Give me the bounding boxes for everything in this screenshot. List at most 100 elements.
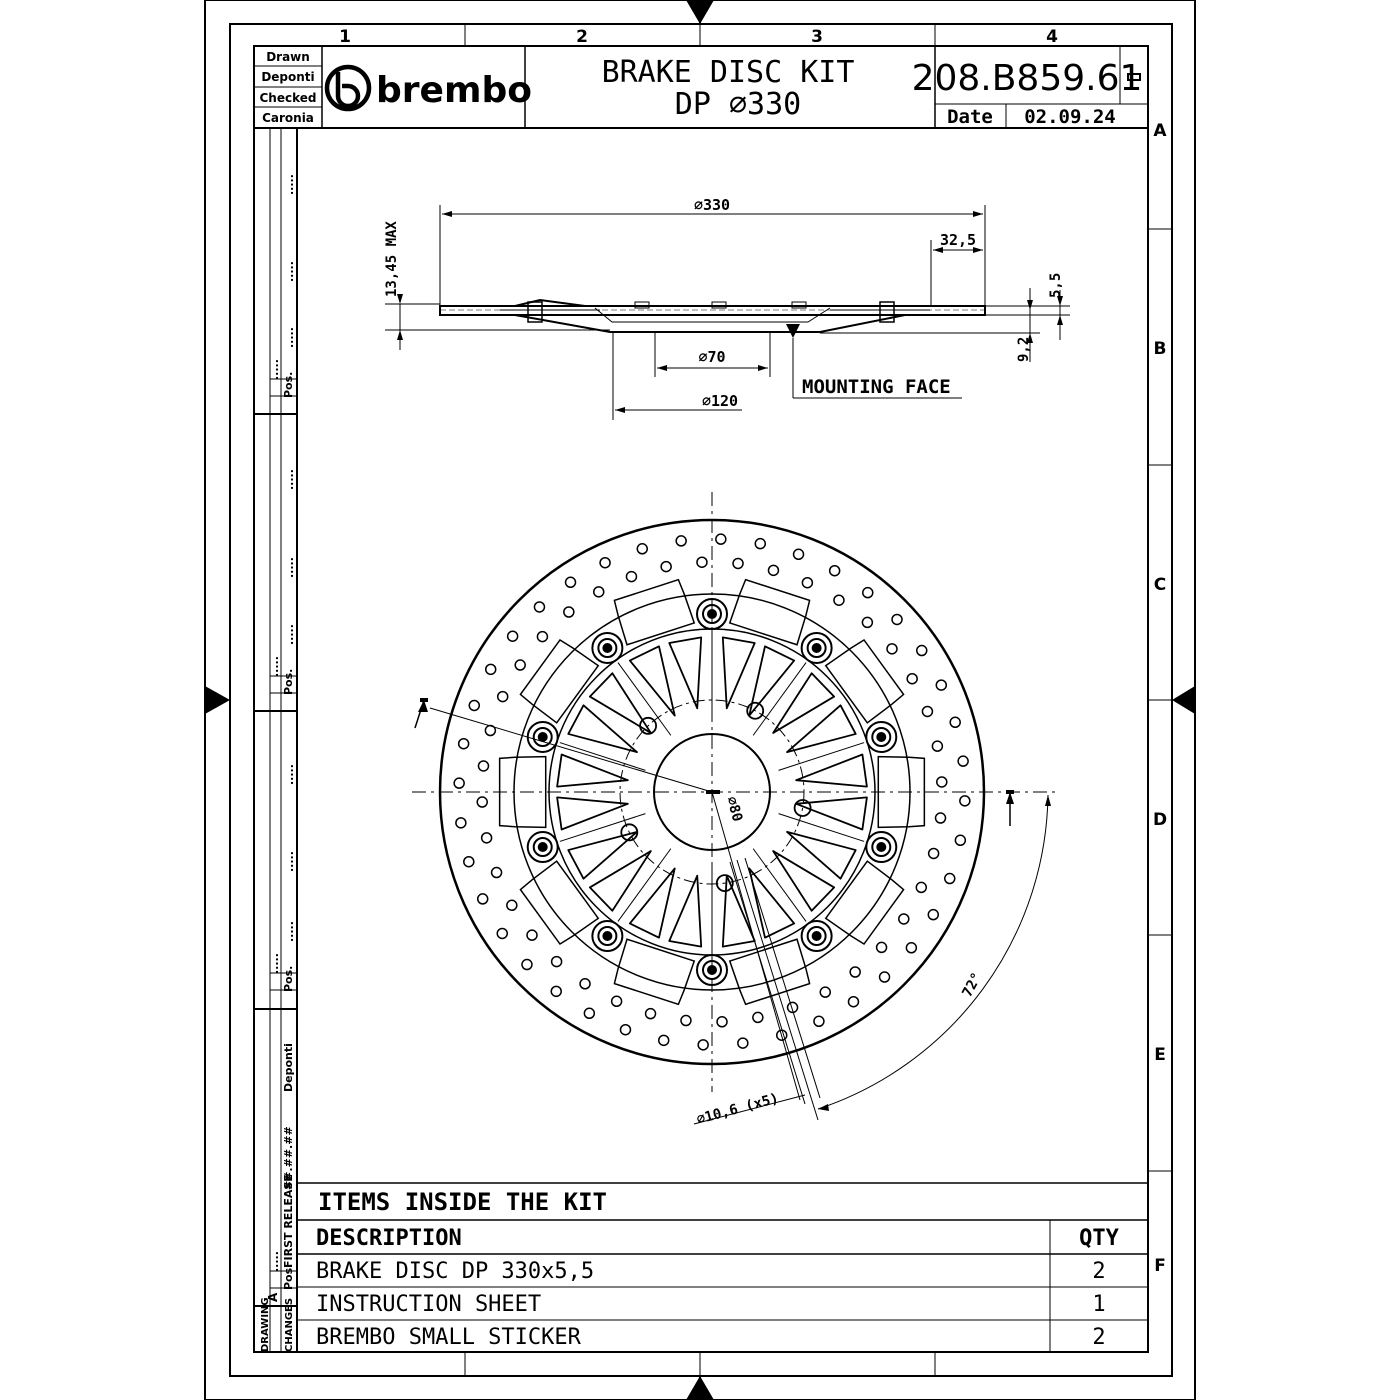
- pos-label-1: Pos.: [282, 372, 295, 398]
- items-row-qty: 1: [1092, 1292, 1105, 1317]
- rotor-tab: [728, 578, 811, 646]
- dots-3: .....: [268, 953, 281, 974]
- drill-hole: [813, 1015, 825, 1028]
- items-row-description: INSTRUCTION SHEET: [316, 1292, 541, 1317]
- drill-hole: [931, 740, 944, 752]
- carrier-window: [772, 672, 836, 734]
- zone-col-4: 4: [1046, 27, 1058, 47]
- part-number: 208.B859.61: [912, 58, 1143, 99]
- dim-bore-diameter: ∅70: [698, 348, 725, 366]
- checked-label: Checked: [260, 91, 317, 105]
- pos-label-3: Pos.: [282, 966, 295, 992]
- drill-hole: [935, 679, 948, 691]
- floating-button: [591, 631, 624, 664]
- dim-pcd: ∅80: [723, 795, 745, 824]
- drill-hole: [936, 776, 948, 788]
- checked-by: Caronia: [262, 111, 314, 125]
- carrier-window: [628, 867, 676, 939]
- drill-hole: [506, 630, 519, 642]
- dim-outer-diameter: ∅330: [694, 196, 730, 214]
- carrier-window: [795, 796, 868, 831]
- rotor-tab: [824, 638, 905, 724]
- drill-hole: [476, 796, 488, 808]
- drill-hole: [861, 616, 874, 629]
- rotor-tab: [519, 860, 600, 946]
- floating-button: [591, 920, 624, 953]
- drill-hole: [898, 913, 910, 925]
- zone-row-b: B: [1154, 339, 1167, 359]
- carrier-spoke: [778, 742, 865, 771]
- author-vertical: Deponti: [282, 1043, 295, 1092]
- drill-hole: [490, 866, 503, 879]
- floating-button-inner: [702, 960, 722, 980]
- drill-hole: [934, 812, 947, 824]
- carrier-window: [795, 753, 868, 788]
- drill-hole: [943, 872, 956, 885]
- dots-2: .....: [268, 656, 281, 677]
- carrier-window: [748, 867, 796, 939]
- drill-hole: [849, 966, 861, 978]
- drill-hole: [680, 1014, 692, 1027]
- disc-front-view: ∅80 72° ∅10,6 (x5): [412, 492, 1057, 1128]
- drill-hole: [610, 995, 623, 1008]
- section-marker-left: [414, 698, 428, 729]
- drill-hole: [754, 537, 767, 550]
- section-marker-right: [1006, 790, 1014, 826]
- floating-button-rivet: [811, 931, 822, 942]
- drill-hole: [599, 556, 611, 569]
- zone-col-3: 3: [811, 27, 823, 47]
- drill-hole: [521, 958, 533, 971]
- revision-letter: A: [266, 1292, 280, 1302]
- drill-hole: [949, 716, 961, 729]
- drill-hole: [915, 881, 928, 894]
- drill-hole: [484, 663, 497, 676]
- items-table: ITEMS INSIDE THE KIT DESCRIPTION QTY BRA…: [297, 1182, 1148, 1352]
- zone-row-f: F: [1154, 1256, 1166, 1276]
- items-header-description: DESCRIPTION: [316, 1226, 462, 1251]
- drill-hole: [592, 586, 605, 598]
- dim-offset: 9,2: [1016, 337, 1032, 362]
- mounting-bolt-hole: [793, 799, 812, 817]
- zone-col-1: 1: [339, 27, 351, 47]
- floating-button-inner: [597, 926, 618, 947]
- carrier-window: [786, 704, 857, 753]
- floating-button: [865, 720, 898, 753]
- center-bore: [653, 733, 771, 851]
- disc-side-view: ∅330 32,5 13,45 MAX 5,5 9,2 ∅70 ∅120 MOU…: [384, 196, 1070, 420]
- floating-button: [865, 831, 898, 864]
- title-block: Drawn Deponti Checked Caronia brembo BRA…: [254, 46, 1148, 129]
- drawn-label: Drawn: [266, 50, 310, 64]
- drawing-label-vertical: DRAWING: [260, 1297, 271, 1352]
- floating-button: [526, 831, 559, 864]
- drill-hole: [660, 560, 672, 573]
- drill-hole: [644, 1007, 657, 1020]
- carrier-spoke: [559, 742, 646, 771]
- floating-button-rivet: [537, 731, 548, 742]
- mounting-bolt-hole: [715, 874, 734, 893]
- drill-hole: [563, 606, 575, 618]
- drill-hole: [786, 1001, 799, 1014]
- zone-row-c: C: [1154, 575, 1166, 595]
- pos-label-2: Pos.: [282, 669, 295, 695]
- drill-hole: [583, 1007, 596, 1020]
- carrier-window: [721, 636, 756, 710]
- dots-7: .....: [283, 327, 296, 348]
- drill-hole: [891, 613, 903, 626]
- floating-button-rivet: [602, 642, 613, 653]
- pos-label-4: Pos.: [282, 1264, 295, 1290]
- revision-mark-box: [1127, 73, 1141, 81]
- zone-row-e: E: [1154, 1045, 1166, 1065]
- drill-hole: [906, 672, 918, 685]
- floating-button-rivet: [537, 842, 548, 853]
- drill-hole: [875, 941, 888, 954]
- items-header-qty: QTY: [1079, 1226, 1119, 1251]
- floating-button-rivet: [811, 642, 822, 653]
- drill-hole: [533, 601, 546, 613]
- mounting-face-label: MOUNTING FACE: [802, 376, 951, 398]
- zone-dividers: [464, 24, 1172, 1376]
- floating-button-inner: [597, 637, 618, 658]
- drawing-title-line1: BRAKE DISC KIT: [602, 55, 855, 90]
- carrier-spoke: [559, 813, 646, 842]
- dim-angle: 72°: [959, 970, 985, 1000]
